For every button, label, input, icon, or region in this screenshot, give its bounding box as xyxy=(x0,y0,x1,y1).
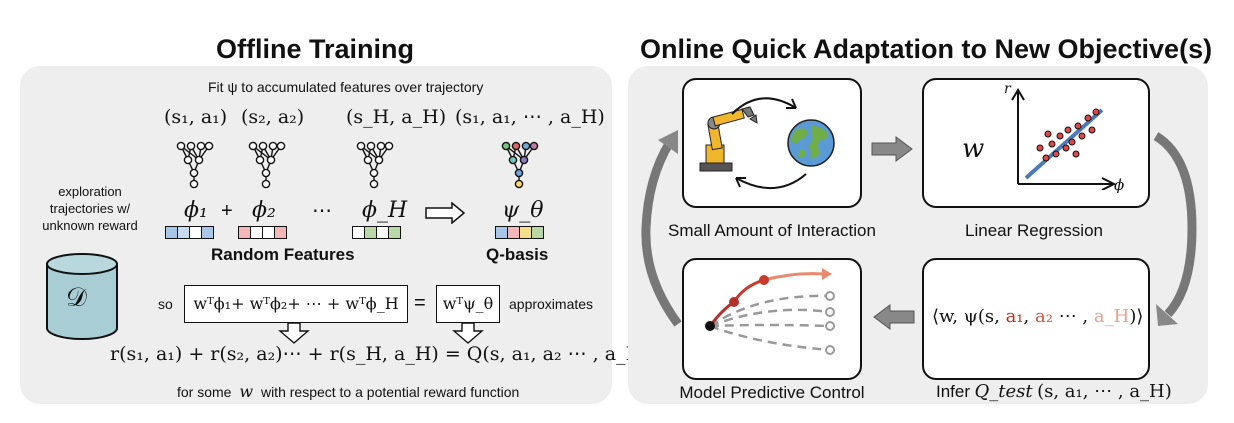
down-arrow-icon-2 xyxy=(452,322,484,344)
implies-arrow-icon xyxy=(425,202,466,224)
exploration-line-1: exploration xyxy=(58,184,122,199)
infer-label-args: (s, a₁, ⋯ , a_H) xyxy=(1037,381,1172,402)
random-features-label: Random Features xyxy=(211,245,355,264)
feature-vector-h xyxy=(352,226,401,239)
q-basis-network-icon xyxy=(501,141,539,189)
so-text: so xyxy=(158,296,173,312)
footnote-suffix: with respect to a potential reward funct… xyxy=(260,384,520,400)
mpc-label: Model Predictive Control xyxy=(679,383,865,402)
left-arrow-icon xyxy=(873,304,915,330)
right-cycle-arrow-icon xyxy=(1153,132,1197,326)
state-action-pair-h: (s_H, a_H) xyxy=(346,106,447,128)
ellipsis: ⋯ xyxy=(312,198,332,222)
weight-w-label: w xyxy=(962,134,985,164)
inner-product-expression: ⟨w, ψ(s, a₁, a₂ ⋯ , a_H)⟩ xyxy=(932,306,1143,327)
dataset-cylinder-icon xyxy=(46,253,118,340)
down-arrow-icon-1 xyxy=(278,322,310,344)
q-basis-vector xyxy=(495,226,544,239)
inner-product-dots: ⋯ , xyxy=(1058,306,1089,327)
dataset-label: 𝒟 xyxy=(66,283,87,313)
exploration-line-3: unknown reward xyxy=(42,218,138,233)
infer-box xyxy=(922,258,1150,380)
fit-psi-text: Fit ψ to accumulated features over traje… xyxy=(208,79,484,95)
network-icon-2 xyxy=(248,141,286,189)
phi-1-label: ϕ₁ xyxy=(184,198,208,223)
network-icon-1 xyxy=(176,141,214,189)
mpc-trajectories-icon xyxy=(705,268,835,355)
sum-expression-box: wᵀϕ₁+ wᵀϕ₂+ ⋯ + wᵀϕ_H xyxy=(184,285,408,323)
q-basis-label: Q-basis xyxy=(486,245,549,264)
footnote-prefix: for some xyxy=(177,384,232,400)
inner-product-suffix: )⟩ xyxy=(1129,306,1144,327)
plus-sign: + xyxy=(221,200,233,222)
approximates-text: approximates xyxy=(509,296,594,312)
state-action-pair-2: (s₂, a₂) xyxy=(241,106,305,128)
r-axis-label: r xyxy=(1004,81,1011,97)
inner-product-ah: a_H xyxy=(1093,306,1130,327)
robot-arm-icon xyxy=(699,106,758,172)
inner-product-prefix: ⟨w, ψ(s, xyxy=(932,306,1000,327)
regression-label: Linear Regression xyxy=(965,221,1103,240)
inner-product-comma: , xyxy=(1023,306,1030,327)
state-action-pair-1: (s₁, a₁) xyxy=(164,106,228,128)
equals-sign: = xyxy=(414,292,426,314)
phi-h-label: ϕ_H xyxy=(362,198,408,223)
inner-product-a1: a₁ xyxy=(1005,306,1024,327)
earth-icon xyxy=(787,119,835,167)
inner-product-a2: a₂ xyxy=(1035,306,1053,327)
network-icon-h xyxy=(356,141,394,189)
regression-box xyxy=(922,78,1150,208)
interaction-label: Small Amount of Interaction xyxy=(668,221,876,240)
infer-label: Infer Q_test (s, a₁, ⋯ , a_H) xyxy=(936,381,1172,402)
psi-expression-box: wᵀψ_θ xyxy=(436,285,500,323)
exploration-line-2: trajectories w/ xyxy=(49,201,131,216)
trajectory-tuple: (s₁, a₁, ⋯ , a_H) xyxy=(455,106,605,128)
offline-training-title: Offline Training xyxy=(216,34,415,64)
phi-2-label: ϕ₂ xyxy=(252,198,276,223)
feature-vector-1 xyxy=(165,226,214,239)
right-arrow-icon xyxy=(871,136,913,162)
footnote-w: w xyxy=(239,382,254,401)
infer-label-q: Q_test xyxy=(974,381,1033,402)
infer-label-word: Infer xyxy=(936,382,971,401)
regression-plot-icon xyxy=(1011,88,1117,190)
psi-theta-label: ψ_θ xyxy=(502,198,544,223)
footnote: for some w with respect to a potential r… xyxy=(177,382,519,401)
exploration-text: exploration trajectories w/ unknown rewa… xyxy=(35,183,145,234)
online-adaptation-title: Online Quick Adaptation to New Objective… xyxy=(640,34,1213,64)
phi-axis-label: ϕ xyxy=(1114,176,1125,194)
reward-equation: r(s₁, a₁) + r(s₂, a₂)⋯ + r(s_H, a_H) = Q… xyxy=(110,343,650,365)
feature-vector-2 xyxy=(238,226,287,239)
left-cycle-arrow-icon xyxy=(641,130,682,327)
interaction-cycle-arrows-icon xyxy=(731,97,807,190)
